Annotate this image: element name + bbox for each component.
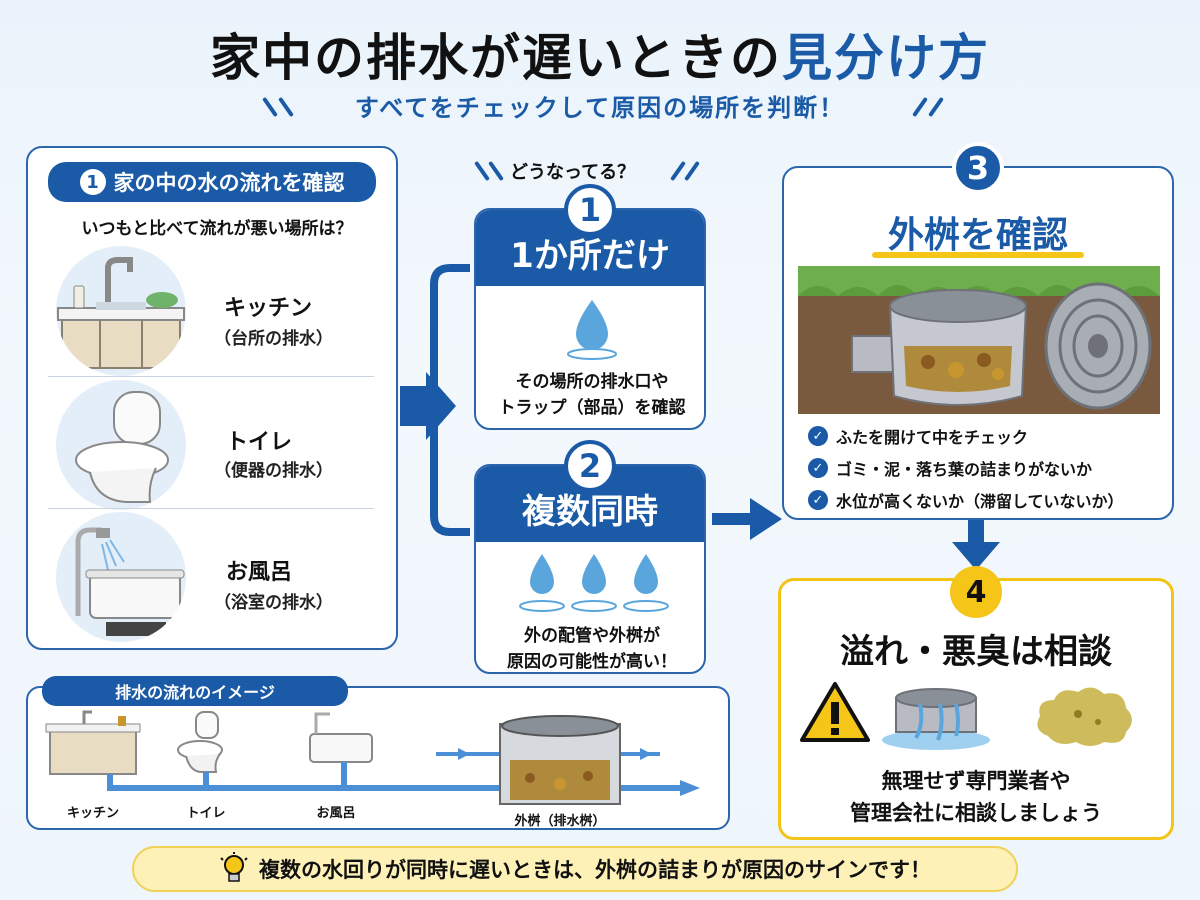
step4-text-line2: 管理会社に相談しましょう [850, 800, 1102, 825]
divider [48, 508, 374, 509]
warning-icon [800, 682, 870, 742]
step3-badge: 3 [952, 142, 1004, 194]
check-item: ✓水位が高くないか（滞留していないか） [808, 488, 1168, 512]
bathtub-icon [56, 512, 186, 642]
case1-title: 1か所だけ [476, 210, 704, 286]
divider [48, 376, 374, 377]
drain-flow-diagram [45, 710, 700, 805]
title-accent: 見分け方 [782, 29, 990, 87]
step4-text-line1: 無理せず専門業者や [881, 769, 1071, 793]
step3-title: 外桝を確認 [887, 215, 1068, 256]
arrow-down-icon [952, 520, 1000, 570]
title-main: 家中の排水が遅いときの [210, 29, 782, 87]
basin-checklist: ✓ふたを開けて中をチェック ✓ゴミ・泥・落ち葉の詰まりがないか ✓水位が高くない… [808, 424, 1168, 512]
arrow-right-icon [712, 498, 782, 540]
check-icon: ✓ [808, 458, 828, 478]
toilet-icon [56, 380, 186, 510]
panel1-question: いつもと比べて流れが悪い場所は？ [81, 219, 353, 239]
step4-badge: 4 [950, 566, 1002, 618]
page-subtitle: すべてをチェックして原因の場所を判断！ [354, 94, 846, 122]
room-name: お風呂 [226, 560, 293, 585]
case2-text-line2: 原因の可能性が高い！ [507, 651, 677, 672]
flow-basin-label: 外桝（排水桝） [514, 814, 606, 829]
basin-illustration [798, 266, 1160, 414]
overflow-icon [882, 688, 990, 750]
kitchen-sink-icon [56, 246, 186, 376]
water-drop-icon [567, 300, 617, 360]
case-one-location: 1か所だけ その場所の排水口や トラップ（部品）を確認 [474, 208, 706, 430]
panel1-number: 1 [79, 169, 106, 195]
bottom-note: 複数の水回りが同時に遅いときは、外桝の詰まりが原因のサインです！ [132, 846, 1018, 892]
page-title: 家中の排水が遅いときの見分け方 [0, 18, 1200, 90]
room-sub: （浴室の排水） [214, 593, 333, 613]
room-name: トイレ [226, 430, 293, 455]
case1-text-line2: トラップ（部品）を確認 [498, 397, 686, 418]
flow-label: トイレ [186, 806, 226, 821]
step4-title: 溢れ・悪臭は相談 [840, 632, 1112, 672]
case1-text-line1: その場所の排水口や [515, 372, 669, 392]
check-icon: ✓ [808, 426, 828, 446]
check-item: ✓ゴミ・泥・落ち葉の詰まりがないか [808, 456, 1168, 480]
flow-label: キッチン [66, 806, 119, 821]
check-item: ✓ふたを開けて中をチェック [808, 424, 1168, 448]
panel1-header: 1 家の中の水の流れを確認 [48, 162, 376, 202]
flow-label: お風呂 [316, 806, 356, 821]
check-icon: ✓ [808, 490, 828, 510]
case1-badge: 1 [564, 184, 616, 236]
title-underline [872, 252, 1084, 258]
water-drops-icon [519, 554, 669, 612]
lightbulb-icon [220, 852, 248, 882]
room-sub: （台所の排水） [214, 329, 333, 349]
room-sub: （便器の排水） [214, 461, 333, 481]
room-name: キッチン [224, 296, 313, 321]
case2-badge: 2 [564, 440, 616, 492]
flow-image-title: 排水の流れのイメージ [42, 676, 348, 706]
odor-icon [1037, 687, 1132, 746]
panel1-title: 家の中の水の流れを確認 [113, 171, 345, 195]
branch-hint: どうなってる？ [510, 162, 636, 183]
decor-slash [474, 160, 490, 182]
branch-connector [400, 264, 470, 536]
decor-slash [684, 160, 700, 182]
note-text: 複数の水回りが同時に遅いときは、外桝の詰まりが原因のサインです！ [259, 858, 931, 882]
case-multiple-locations: 複数同時 外の配管や外桝が 原因の可能性が高い！ [474, 464, 706, 674]
decor-slash [488, 160, 504, 182]
case2-text-line1: 外の配管や外桝が [524, 626, 660, 646]
